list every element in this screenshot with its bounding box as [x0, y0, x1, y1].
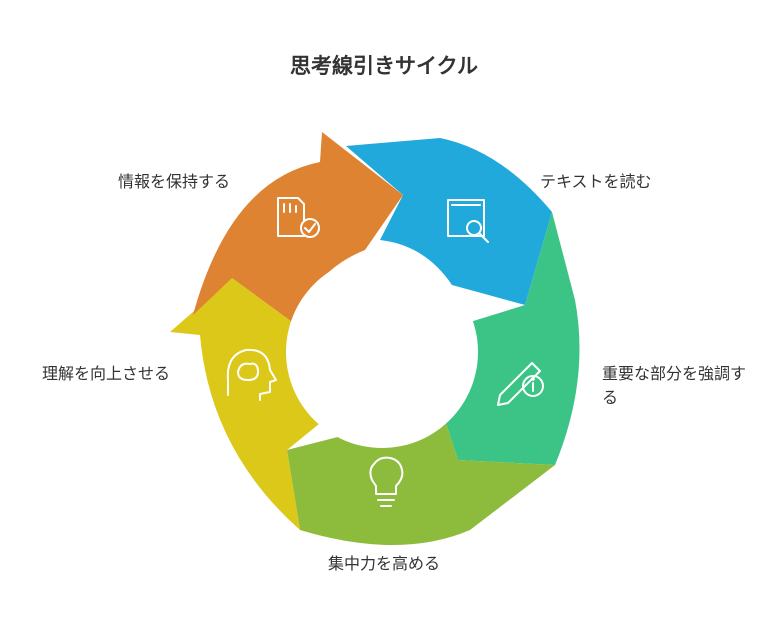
segment-highlight — [445, 212, 580, 465]
memory-card-check-icon — [277, 197, 320, 238]
label-improve-understanding: 理解を向上させる — [41, 364, 170, 383]
segment-focus — [287, 420, 555, 545]
ring-center — [286, 256, 478, 448]
diagram-title: 思考線引きサイクル — [290, 54, 478, 78]
pencil-info-icon — [497, 362, 544, 406]
segment-retain — [193, 132, 403, 335]
label-increase-focus: 集中力を高める — [327, 554, 440, 573]
book-search-icon — [447, 199, 489, 243]
brain-head-icon — [226, 348, 277, 401]
label-retain-information: 情報を保持する — [117, 172, 230, 191]
label-highlight-important: 重要な部分を強調する — [602, 364, 747, 407]
segment-understand — [170, 278, 330, 530]
lightbulb-icon — [369, 456, 404, 507]
label-read-text: テキストを読む — [540, 172, 652, 191]
